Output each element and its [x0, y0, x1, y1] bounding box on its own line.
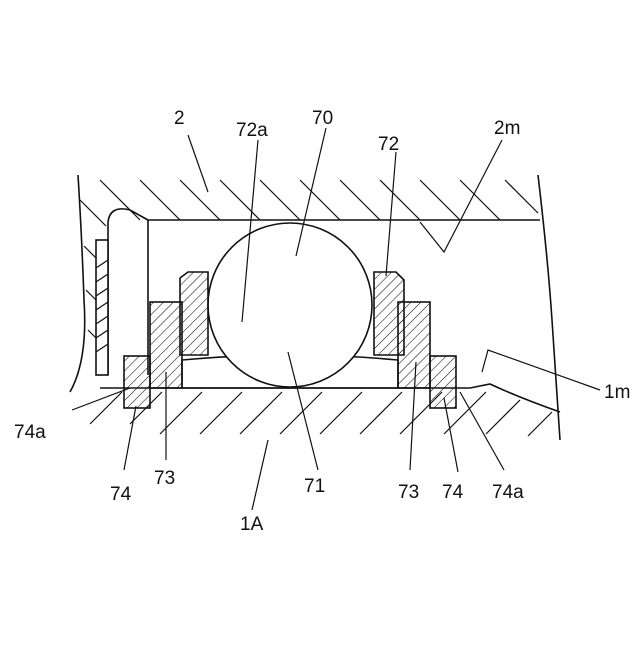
ball-70 [208, 223, 372, 387]
thread-detail [96, 240, 108, 375]
label-72a: 72a [236, 120, 268, 141]
shaft-1A [90, 384, 560, 436]
label-2: 2 [174, 108, 185, 129]
label-2m: 2m [494, 118, 520, 139]
seal-73-right [398, 302, 430, 388]
ring-74-right [430, 356, 456, 408]
label-73-right: 73 [398, 482, 419, 503]
label-1A: 1A [240, 514, 264, 535]
label-71: 71 [304, 476, 325, 497]
label-70: 70 [312, 108, 333, 129]
label-74-left: 74 [110, 484, 132, 505]
label-74a-right: 74a [492, 482, 524, 503]
ring-74-left [124, 356, 150, 408]
label-74a-left: 74a [14, 422, 46, 443]
label-1m: 1m [604, 382, 630, 403]
retainer-72-left [180, 272, 208, 355]
label-74-right: 74 [442, 482, 464, 503]
label-73-left: 73 [154, 468, 175, 489]
label-72: 72 [378, 134, 399, 155]
